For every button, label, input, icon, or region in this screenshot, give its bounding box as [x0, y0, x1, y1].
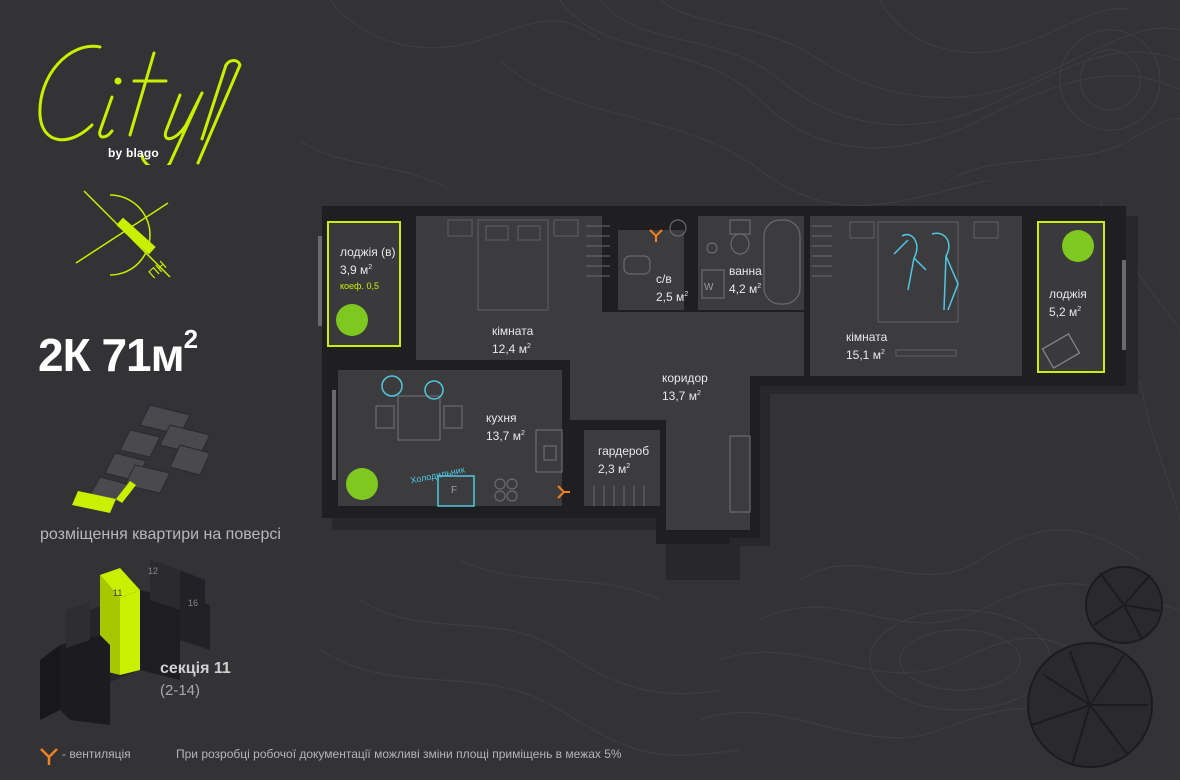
- room-area: 4,2 м: [729, 282, 758, 296]
- logo-subtitle: by blago: [108, 146, 159, 160]
- room-area: 5,2 м: [1049, 305, 1078, 319]
- apartment-area-exponent: 2: [183, 324, 199, 354]
- room-loggia-east: лоджія 5,2 м2: [1049, 287, 1087, 319]
- section-floors: (2-14): [160, 682, 201, 699]
- room-coefficient: коеф. 0,5: [340, 281, 379, 291]
- floor-plan: [318, 206, 1138, 580]
- room-name: кімната: [492, 324, 534, 338]
- section-3d-map: [40, 560, 210, 725]
- room-loggia-west: лоджія (в) 3,9 м2 коеф. 0,5: [340, 244, 395, 294]
- section-number-11: 11: [113, 588, 123, 598]
- room-wardrobe: гардероб 2,3 м2: [598, 444, 650, 476]
- section-number-12: 12: [148, 566, 159, 576]
- plant-icon: [336, 230, 1094, 500]
- washer-letter: W: [704, 282, 714, 293]
- room-name: лоджія (в): [340, 245, 396, 259]
- ventilation-icon: [557, 229, 663, 499]
- room-bathroom: ванна 4,2 м2: [729, 264, 762, 296]
- apartment-highlight: [72, 491, 116, 513]
- compass-icon: [75, 190, 171, 278]
- room-toilet: с/в 2,5 м2: [656, 272, 689, 304]
- room-name: кімната: [846, 330, 888, 344]
- disclaimer-text: При розробці робочої документації можлив…: [176, 747, 622, 761]
- tree-icon: [1027, 566, 1163, 768]
- room-area: 2,5 м: [656, 290, 685, 304]
- fridge-letter: F: [451, 485, 458, 496]
- room-name: кухня: [486, 411, 517, 425]
- room-kitchen: кухня 13,7 м2: [486, 411, 525, 443]
- section-name: секція 11: [160, 660, 231, 677]
- room-bedroom-2: кімната 15,1 м2: [846, 330, 888, 362]
- room-name: гардероб: [598, 444, 650, 458]
- floor-placement-map: [72, 404, 211, 513]
- apartment-area: 71м: [101, 329, 184, 381]
- room-area: 2,3 м: [598, 462, 627, 476]
- legend-ventilation: - вентиляція: [62, 747, 131, 761]
- room-name: лоджія: [1049, 287, 1087, 301]
- room-name: ванна: [729, 264, 762, 278]
- floor-placement-caption: розміщення квартири на поверсі: [40, 526, 281, 543]
- room-area: 13,7 м: [486, 429, 521, 443]
- section-number-16: 16: [188, 598, 199, 608]
- room-corridor: коридор 13,7 м2: [662, 371, 708, 403]
- apartment-title: 2К 71м2: [38, 324, 198, 382]
- room-bedroom-1: кімната 12,4 м2: [492, 324, 534, 356]
- room-name: с/в: [656, 272, 672, 286]
- room-area: 13,7 м: [662, 389, 697, 403]
- ventilation-icon: [40, 748, 58, 765]
- room-area: 15,1 м: [846, 348, 881, 362]
- city-logo: [38, 44, 242, 165]
- room-name: коридор: [662, 371, 708, 385]
- apartment-rooms: 2К: [38, 329, 91, 381]
- room-area: 3,9 м: [340, 263, 369, 277]
- room-area: 12,4 м: [492, 342, 527, 356]
